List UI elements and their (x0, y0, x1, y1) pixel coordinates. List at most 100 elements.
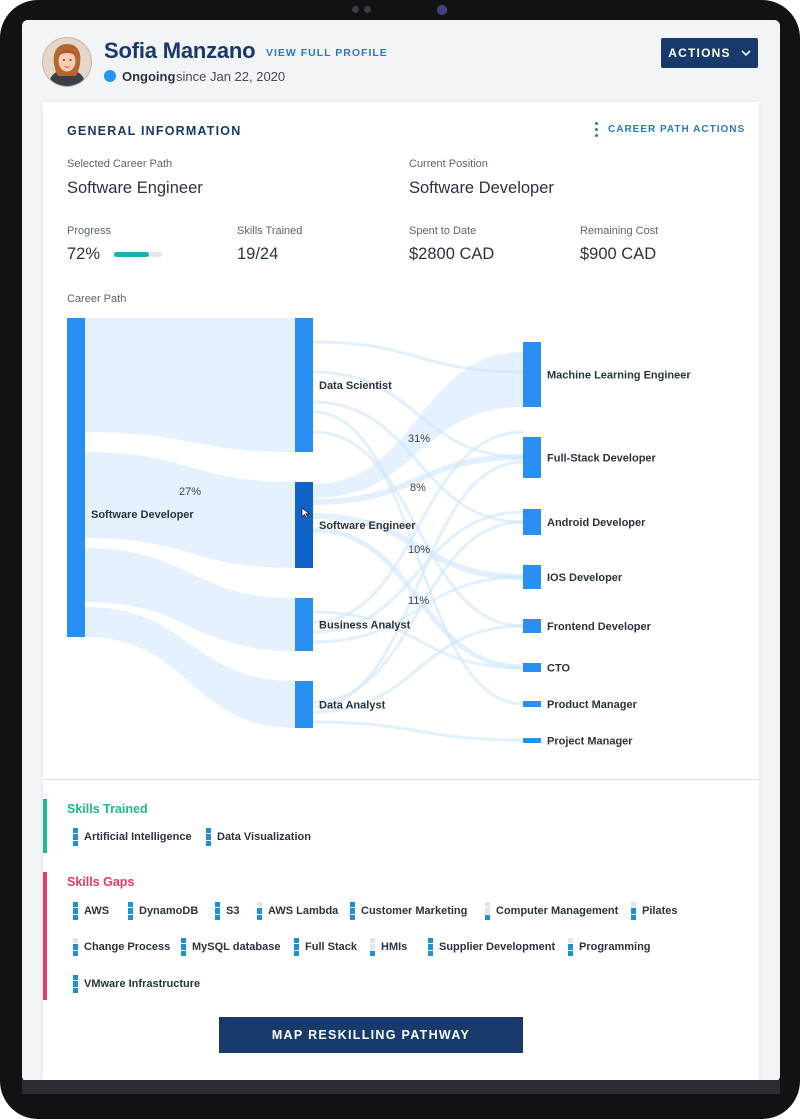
sankey-link-faint (312, 370, 524, 459)
selected-career-path-value: Software Engineer (67, 179, 203, 197)
skill-chip-label: Data Visualization (217, 831, 311, 843)
sankey-node-middle[interactable] (295, 318, 313, 452)
skill-chip-label: Artificial Intelligence (84, 831, 192, 843)
sankey-node-target[interactable] (523, 437, 541, 478)
sankey-link (85, 318, 295, 452)
career-path-actions-button[interactable]: CAREER PATH ACTIONS (595, 122, 745, 137)
skill-chip-label: AWS (84, 905, 110, 917)
sankey-node-target[interactable] (523, 701, 541, 707)
skill-chip[interactable]: S3 (215, 902, 239, 920)
sankey-node-middle[interactable] (295, 598, 313, 651)
sankey-percent-label: 10% (408, 544, 430, 556)
profile-name: Sofia Manzano (104, 38, 256, 63)
selected-career-path-label: Selected Career Path (67, 158, 173, 170)
skill-chip[interactable]: Artificial Intelligence (73, 828, 192, 846)
skill-chip[interactable]: Change Process (73, 938, 170, 956)
status-since: since Jan 22, 2020 (176, 69, 286, 84)
sankey-link-faint (312, 720, 524, 742)
skills-trained-title: Skills Trained (67, 802, 148, 816)
sankey-link-faint (312, 610, 524, 670)
sankey-label-target: Android Developer (547, 517, 646, 529)
camera-icon (438, 6, 446, 14)
skills-trained-count-value: 19/24 (237, 245, 279, 263)
career-path-actions-label: CAREER PATH ACTIONS (608, 124, 746, 135)
skill-chip[interactable]: DynamoDB (128, 902, 198, 920)
sankey-node-middle[interactable] (295, 482, 313, 568)
sankey-node-middle[interactable] (295, 681, 313, 728)
sankey-node-target[interactable] (523, 619, 541, 633)
progress-bar (114, 252, 162, 257)
sankey-link (85, 607, 295, 728)
skill-level-icon (181, 938, 186, 956)
skill-chip[interactable]: HMIs (370, 938, 407, 956)
sankey-label-target: Project Manager (547, 736, 633, 748)
current-position-value: Software Developer (409, 179, 554, 197)
skill-chip[interactable]: Computer Management (485, 902, 618, 920)
skill-chip[interactable]: MySQL database (181, 938, 280, 956)
skill-level-icon (215, 902, 220, 920)
sankey-link-highlight (313, 352, 523, 498)
sankey-link-faint (312, 400, 524, 524)
skill-chip-label: DynamoDB (139, 905, 199, 917)
sankey-node-target[interactable] (523, 663, 541, 672)
sankey-label-target: CTO (547, 663, 570, 675)
sankey-link-faint (312, 510, 524, 634)
sensor-dot (352, 6, 359, 13)
sankey-node-target[interactable] (523, 509, 541, 535)
spent-to-date-value: $2800 CAD (409, 245, 495, 263)
skill-chip-label: VMware Infrastructure (84, 978, 201, 990)
remaining-cost-label: Remaining Cost (580, 225, 659, 237)
avatar-portrait-icon (43, 38, 91, 86)
general-information-card: GENERAL INFORMATION CAREER PATH ACTIONS … (43, 102, 759, 1082)
sankey-link-faint (312, 430, 524, 624)
skill-level-icon (128, 902, 133, 920)
skill-chip-label: Pilates (642, 905, 678, 917)
skill-chip[interactable]: AWS Lambda (257, 902, 338, 920)
sensor-dot (364, 6, 371, 13)
view-full-profile-link[interactable]: VIEW FULL PROFILE (266, 47, 388, 59)
sankey-percent-label: 11% (408, 595, 429, 607)
sankey-node-source[interactable] (67, 318, 85, 637)
skill-level-icon (294, 938, 299, 956)
skill-chip[interactable]: Full Stack (294, 938, 357, 956)
sankey-link-faint (312, 340, 524, 374)
kebab-menu-icon (595, 122, 598, 137)
skill-chip-label: Customer Marketing (361, 905, 468, 917)
sankey-node-target[interactable] (523, 738, 541, 743)
skill-chip-label: Change Process (84, 941, 171, 953)
sankey-node-target[interactable] (523, 565, 541, 589)
skill-level-icon (73, 828, 78, 846)
skill-level-icon (350, 902, 355, 920)
sankey-link (85, 548, 295, 651)
skill-chip[interactable]: Data Visualization (206, 828, 311, 846)
sankey-link-highlight (312, 527, 524, 670)
sankey-link-faint (312, 410, 524, 706)
skill-level-icon (485, 902, 490, 920)
skill-chip[interactable]: AWS (73, 902, 109, 920)
sankey-label-target: Frontend Developer (547, 621, 652, 633)
skills-gaps-accent (43, 872, 47, 1000)
sankey-label-middle: Software Engineer (319, 520, 416, 532)
sankey-label-middle: Data Analyst (319, 700, 386, 712)
progress-label: Progress (67, 225, 112, 237)
career-path-label: Career Path (67, 293, 127, 305)
map-reskilling-pathway-button[interactable]: MAP RESKILLING PATHWAY (219, 1017, 523, 1053)
sankey-node-target[interactable] (523, 342, 541, 407)
skill-chip-label: Computer Management (496, 905, 619, 917)
skills-trained-count-label: Skills Trained (237, 225, 303, 237)
skill-chip[interactable]: VMware Infrastructure (73, 975, 200, 993)
actions-label: ACTIONS (668, 46, 731, 60)
skill-chip[interactable]: Customer Marketing (350, 902, 467, 920)
skill-chip[interactable]: Programming (568, 938, 651, 956)
actions-button[interactable]: ACTIONS (661, 38, 758, 68)
skill-chip[interactable]: Pilates (631, 902, 677, 920)
skill-level-icon (73, 902, 78, 920)
section-title: GENERAL INFORMATION (67, 124, 242, 138)
skills-gaps-title: Skills Gaps (67, 875, 135, 889)
skill-level-icon (370, 938, 375, 956)
skill-chip-label: Programming (579, 941, 651, 953)
section-divider (43, 779, 759, 780)
skill-chip[interactable]: Supplier Development (428, 938, 555, 956)
